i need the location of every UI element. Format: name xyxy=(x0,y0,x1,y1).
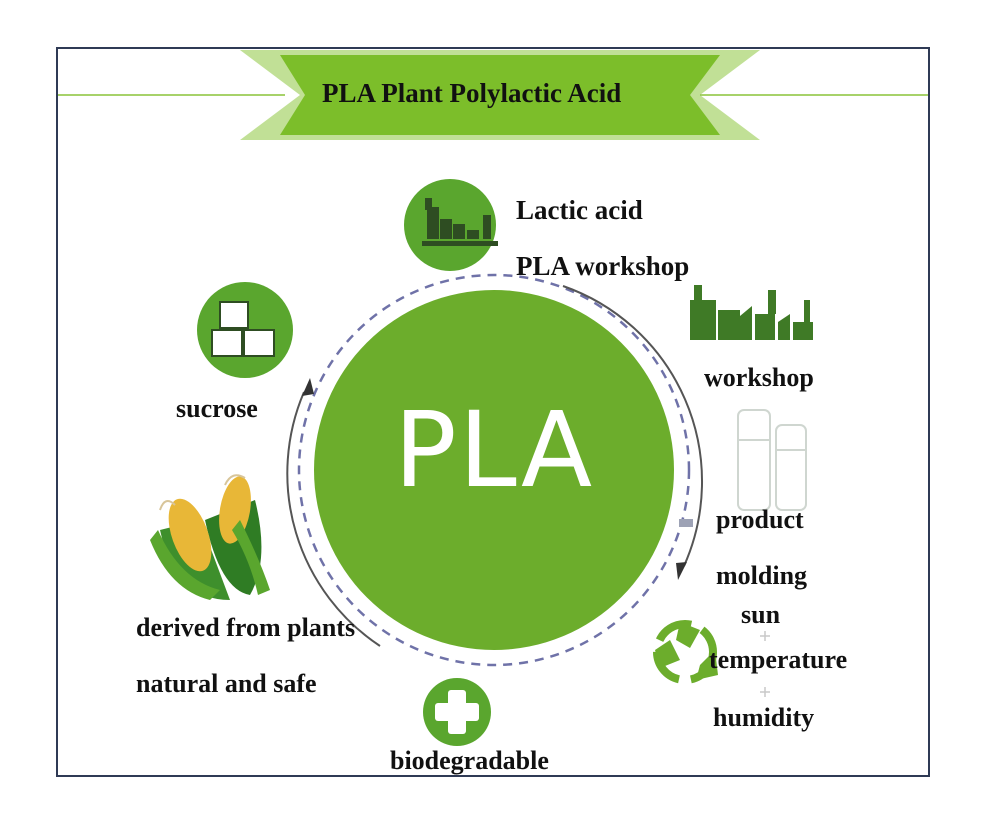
sun-label: sun xyxy=(741,600,781,629)
sucrose-label: sucrose xyxy=(176,394,258,423)
cross-icon xyxy=(423,678,491,746)
workshop-label: workshop xyxy=(704,363,814,392)
workshop-factory-icon xyxy=(690,285,813,340)
title: PLA Plant Polylactic Acid xyxy=(322,78,622,108)
product-label: product xyxy=(716,505,804,534)
sugar-cubes-icon xyxy=(197,282,293,378)
arrow-head-right xyxy=(676,562,687,580)
pla-center-circle xyxy=(314,290,674,650)
plus-separators xyxy=(760,631,770,697)
connector-marker xyxy=(679,519,693,527)
humidity-label: humidity xyxy=(713,703,815,732)
derived-label: derived from plants xyxy=(136,613,356,642)
factory-icon xyxy=(404,179,498,271)
lactic-acid-label: Lactic acid xyxy=(516,195,643,225)
biodegradable-label: biodegradable xyxy=(390,746,549,775)
diagram-frame xyxy=(56,47,930,777)
temperature-label: temperature xyxy=(709,645,848,674)
cycle-arrows xyxy=(286,285,703,647)
molding-label: molding xyxy=(716,561,808,590)
title-banner xyxy=(58,50,928,140)
dashed-ring xyxy=(297,273,691,667)
pla-workshop-label: PLA workshop xyxy=(516,251,690,281)
natural-label: natural and safe xyxy=(136,669,317,698)
bottles-icon xyxy=(737,409,807,511)
recycle-icon xyxy=(653,620,718,684)
arrow-head-left xyxy=(302,378,314,396)
corn-icon xyxy=(150,474,270,600)
pla-center-label: PLA xyxy=(394,389,595,511)
